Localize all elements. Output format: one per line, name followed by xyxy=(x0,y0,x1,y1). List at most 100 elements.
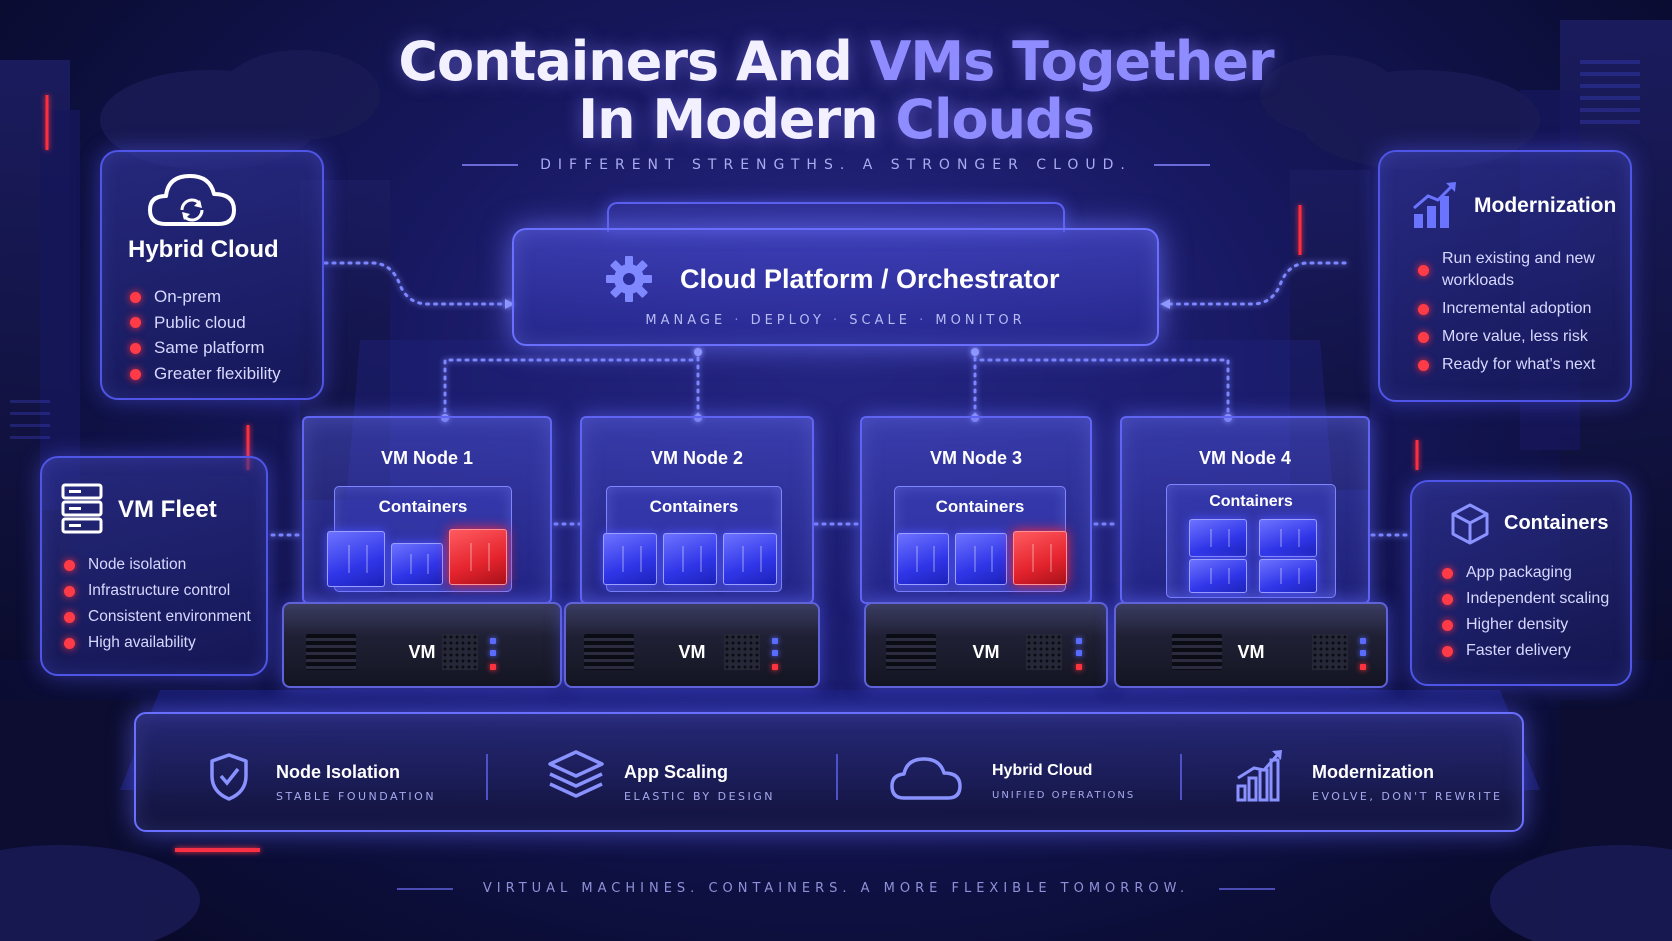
action-label: DEPLOY xyxy=(750,313,825,328)
containers-box: Containers xyxy=(894,486,1067,592)
server-grille xyxy=(1312,634,1348,670)
action-label: MONITOR xyxy=(935,313,1026,328)
feature-divider xyxy=(836,754,838,800)
containers-title: Containers xyxy=(1504,512,1609,534)
orchestrator-actions: MANAGE · DEPLOY · SCALE · MONITOR xyxy=(645,313,1026,328)
tagline-divider xyxy=(1153,164,1210,166)
feature-subtitle: UNIFIED OPERATIONS xyxy=(992,790,1136,801)
tagline-row: DIFFERENT STRENGTHS. A STRONGER CLOUD. xyxy=(0,157,1672,173)
list-item: More value, less risk xyxy=(1416,326,1626,348)
modernization-list: Run existing and new workloads Increment… xyxy=(1416,248,1626,376)
feature-node-isolation: Node Isolation STABLE FOUNDATION xyxy=(136,714,476,834)
container-cube xyxy=(327,531,385,587)
hybrid-cloud-title: Hybrid Cloud xyxy=(128,236,279,263)
containers-label: Containers xyxy=(935,497,1025,516)
feature-title: App Scaling xyxy=(624,762,729,782)
list-item: Ready for what's next xyxy=(1416,354,1626,376)
status-led xyxy=(1360,638,1366,644)
containers-box: Containers xyxy=(327,486,512,592)
vm-node-title: VM Node 4 xyxy=(1198,448,1291,468)
container-cube-alert xyxy=(1013,531,1067,585)
vm-node-title: VM Node 1 xyxy=(380,448,473,468)
containers-list: App packaging Independent scaling Higher… xyxy=(1440,560,1609,664)
status-led xyxy=(1076,650,1082,656)
feature-divider xyxy=(486,754,488,800)
vm-fleet-panel: VM Fleet Node isolation Infrastructure c… xyxy=(40,456,268,676)
cube-icon xyxy=(1451,503,1489,545)
status-led xyxy=(1076,638,1082,644)
vm-node-2: VM Node 2 Containers xyxy=(580,416,814,604)
feature-title: Node Isolation xyxy=(276,762,401,782)
container-cube xyxy=(1259,559,1317,593)
server-vent xyxy=(584,634,634,670)
list-item: Independent scaling xyxy=(1440,586,1609,612)
status-led xyxy=(490,664,496,670)
list-item: Higher density xyxy=(1440,612,1609,638)
status-led xyxy=(772,638,778,644)
server-label: VM xyxy=(408,642,436,662)
hybrid-cloud-panel: Hybrid Cloud On-prem Public cloud Same p… xyxy=(100,150,324,400)
feature-title: Hybrid Cloud xyxy=(992,762,1093,779)
container-cube xyxy=(955,533,1007,585)
vm-node-title: VM Node 2 xyxy=(650,448,743,468)
feature-subtitle: ELASTIC BY DESIGN xyxy=(624,790,776,803)
vm-node-3: VM Node 3 Containers xyxy=(860,416,1092,604)
container-cube xyxy=(723,533,777,585)
list-item: Faster delivery xyxy=(1440,638,1609,664)
list-item: On-prem xyxy=(128,284,281,310)
list-item: Public cloud xyxy=(128,310,281,336)
layers-icon xyxy=(548,750,604,798)
vm-server-2: VM xyxy=(564,602,820,688)
vm-fleet-list: Node isolation Infrastructure control Co… xyxy=(62,552,251,656)
list-item: Greater flexibility xyxy=(128,361,281,387)
action-label: MANAGE xyxy=(645,313,727,328)
server-grille xyxy=(1026,634,1062,670)
list-item: App packaging xyxy=(1440,560,1609,586)
containers-box: Containers xyxy=(603,486,782,592)
container-cube-alert xyxy=(449,529,507,585)
container-cube xyxy=(603,533,657,585)
feature-modernization: Modernization EVOLVE, DON'T REWRITE xyxy=(1186,714,1526,834)
main-title-line-1: Containers And VMs Together xyxy=(398,30,1274,93)
vm-node-4: VM Node 4 Containers xyxy=(1120,416,1370,604)
status-led xyxy=(1360,650,1366,656)
containers-label: Containers xyxy=(649,497,739,516)
containers-label: Containers xyxy=(1209,493,1293,510)
server-grille xyxy=(442,634,478,670)
vm-server-4: VM xyxy=(1114,602,1388,688)
feature-platform: Node Isolation STABLE FOUNDATION App Sca… xyxy=(134,712,1524,832)
orchestrator-title: Cloud Platform / Orchestrator xyxy=(680,264,1060,294)
vm-node-1: VM Node 1 Containers xyxy=(302,416,552,604)
containers-label: Containers xyxy=(378,497,468,516)
containers-box: Containers xyxy=(1166,484,1336,598)
container-cube xyxy=(1189,519,1247,557)
server-label: VM xyxy=(972,642,1000,662)
feature-app-scaling: App Scaling ELASTIC BY DESIGN xyxy=(496,714,836,834)
footer-tagline: VIRTUAL MACHINES. CONTAINERS. A MORE FLE… xyxy=(482,881,1190,896)
server-label: VM xyxy=(678,642,706,662)
bar-growth-icon xyxy=(1236,750,1282,802)
cloud-icon xyxy=(890,757,962,800)
container-cube xyxy=(1259,519,1317,557)
footer-divider xyxy=(1219,887,1276,890)
container-cube xyxy=(1189,559,1247,593)
modernization-panel: Modernization Run existing and new workl… xyxy=(1378,150,1632,402)
feature-title: Modernization xyxy=(1312,762,1434,782)
status-led xyxy=(772,650,778,656)
server-label: VM xyxy=(1237,642,1265,662)
list-item: Incremental adoption xyxy=(1416,298,1626,320)
status-led xyxy=(1076,664,1082,670)
container-cube xyxy=(663,533,717,585)
feature-subtitle: STABLE FOUNDATION xyxy=(276,790,437,803)
feature-subtitle: EVOLVE, DON'T REWRITE xyxy=(1312,790,1503,803)
gear-icon xyxy=(606,256,652,302)
hybrid-cloud-list: On-prem Public cloud Same platform Great… xyxy=(128,284,281,386)
list-item: High availability xyxy=(62,630,251,656)
status-led xyxy=(772,664,778,670)
modernization-title: Modernization xyxy=(1474,194,1617,217)
footer-row: VIRTUAL MACHINES. CONTAINERS. A MORE FLE… xyxy=(0,881,1672,896)
orchestrator-cap xyxy=(607,202,1065,232)
action-label: SCALE xyxy=(849,313,911,328)
feature-hybrid-cloud: Hybrid Cloud UNIFIED OPERATIONS xyxy=(846,714,1176,834)
